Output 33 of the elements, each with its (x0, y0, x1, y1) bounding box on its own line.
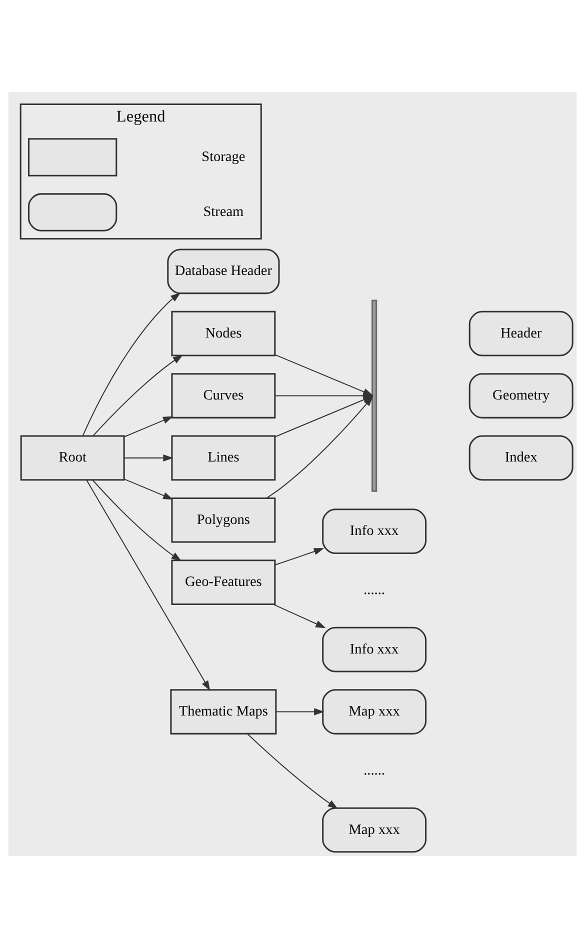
node-brace (372, 300, 378, 492)
arrow (92, 354, 184, 436)
label: ...... (364, 762, 386, 779)
arrow (275, 548, 324, 566)
node-box: Map xxx (322, 689, 427, 734)
legend-label: Storage (202, 149, 246, 166)
label: ...... (364, 582, 386, 598)
arrow (124, 416, 174, 438)
node-box: Polygons (171, 497, 276, 543)
arrow (272, 604, 326, 628)
arrow (247, 734, 338, 809)
node-box: Map xxx (322, 807, 427, 853)
node-box: Lines (171, 435, 276, 481)
legend-label: Stream (203, 204, 244, 220)
arrow (124, 478, 174, 500)
node-stream (28, 193, 118, 232)
node-box: Curves (171, 373, 276, 418)
node-box: Geo-Features (171, 560, 276, 605)
node-box: Index (468, 435, 574, 481)
arrow (86, 480, 210, 691)
node-box: Database Header (167, 248, 280, 294)
arrow (92, 480, 182, 562)
node-box: Geometry (468, 373, 574, 418)
node-box: Info xxx (322, 508, 427, 554)
node-box (28, 138, 118, 176)
node-box: Root (20, 435, 125, 481)
arrow (82, 292, 181, 436)
node-box: Info xxx (322, 626, 427, 672)
arrow (124, 454, 174, 462)
arrow (276, 708, 324, 716)
node-box: Thematic Maps (170, 689, 277, 734)
node-box: Header (468, 310, 574, 356)
node-box: Nodes (171, 310, 276, 356)
